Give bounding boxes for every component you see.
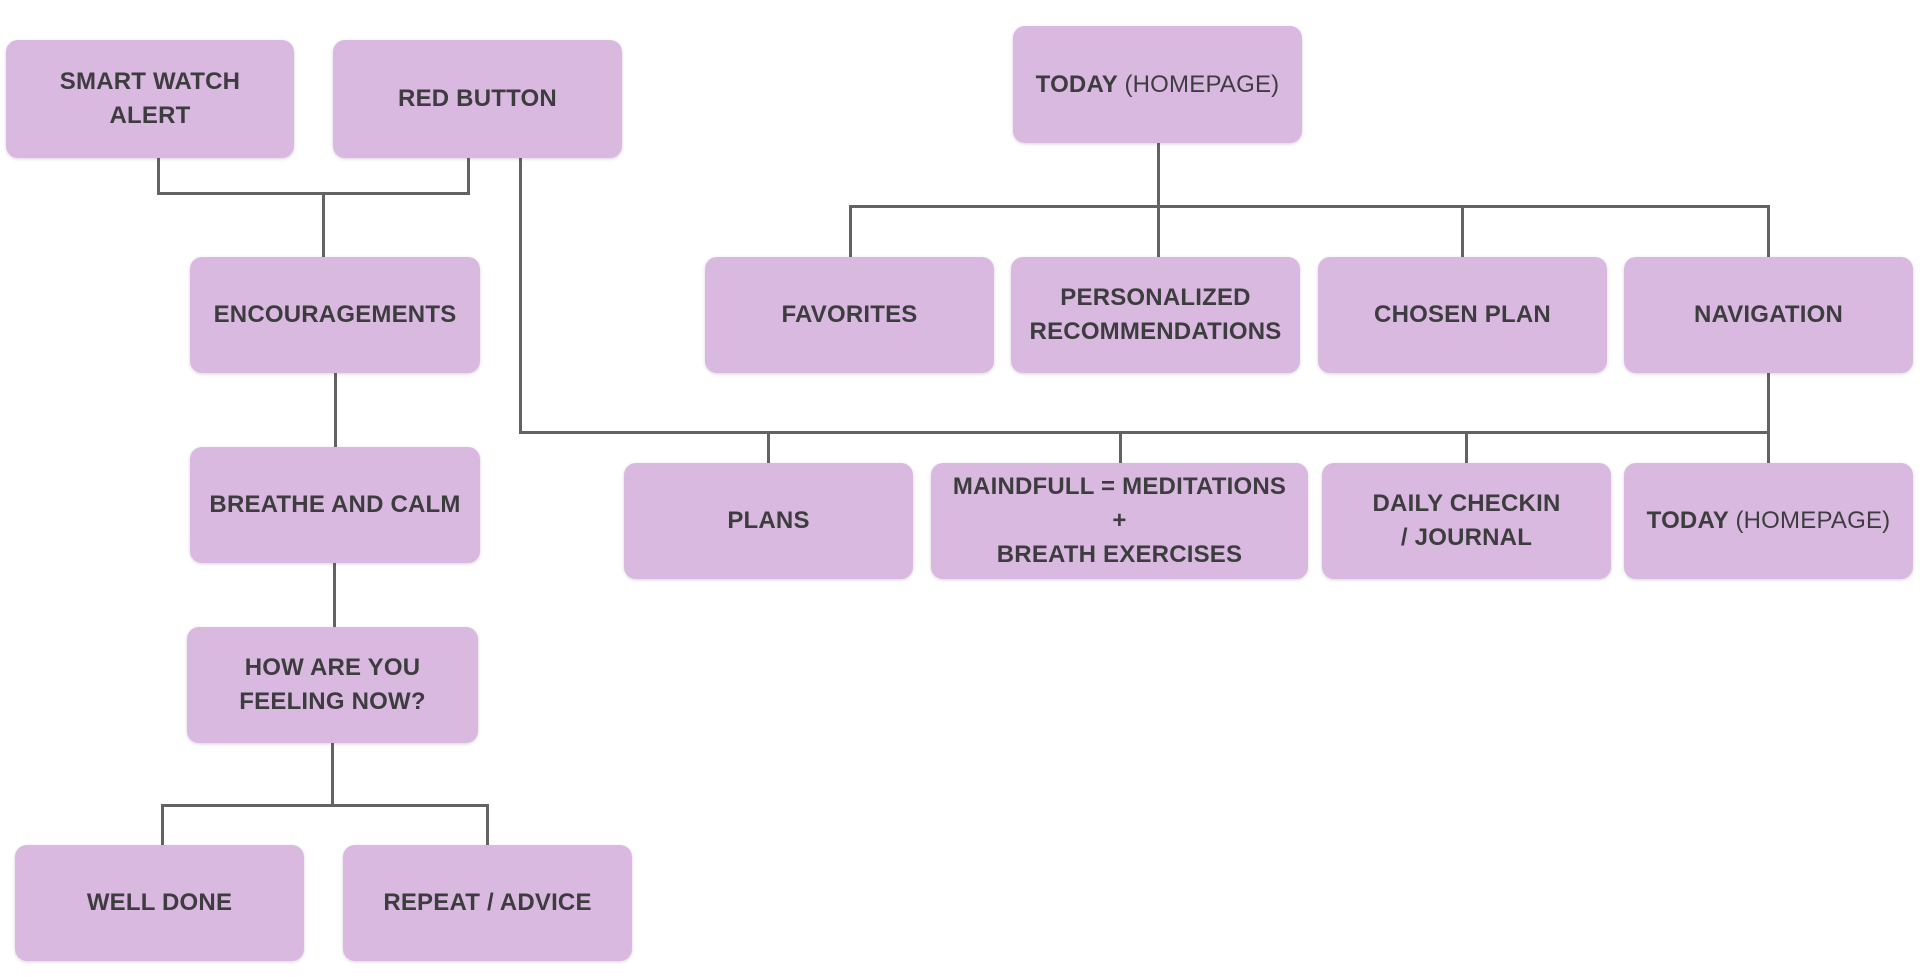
node-daily-checkin-journal: DAILY CHECKIN / JOURNAL bbox=[1322, 463, 1611, 579]
node-maindfull-meditations: MAINDFULL = MEDITATIONS + BREATH EXERCIS… bbox=[931, 463, 1308, 579]
connector-bus-to-chosenplan bbox=[1460, 205, 1464, 257]
connector-bus-to-plans bbox=[766, 431, 770, 463]
connector-branch-to-welldone bbox=[160, 804, 164, 845]
connector-bus-to-maindfull bbox=[1118, 431, 1122, 463]
connector-merge-to-encouragements bbox=[321, 192, 325, 257]
connector-smartwatch-down bbox=[156, 158, 160, 194]
connector-bus-alert-merge bbox=[156, 192, 470, 195]
node-label: CHOSEN PLAN bbox=[1374, 301, 1551, 328]
node-well-done: WELL DONE bbox=[15, 845, 304, 961]
node-label: ENCOURAGEMENTS bbox=[213, 301, 457, 328]
node-label: REPEAT / ADVICE bbox=[383, 889, 592, 916]
node-label: BREATH EXERCISES bbox=[996, 541, 1243, 568]
node-favorites: FAVORITES bbox=[705, 257, 994, 373]
node-label-bold: TODAY bbox=[1035, 70, 1118, 98]
node-label: DAILY CHECKIN bbox=[1372, 490, 1561, 517]
node-label: PLANS bbox=[727, 507, 810, 534]
connector-redbutton-down bbox=[466, 158, 470, 194]
connector-bus-upper bbox=[848, 205, 1770, 208]
node-chosen-plan: CHOSEN PLAN bbox=[1318, 257, 1607, 373]
connector-today-to-personalized bbox=[1156, 143, 1160, 257]
connector-encouragements-to-breathe bbox=[333, 373, 337, 447]
node-label: PERSONALIZED bbox=[1060, 284, 1251, 311]
node-personalized-recommendations: PERSONALIZED RECOMMENDATIONS bbox=[1011, 257, 1300, 373]
connector-breathe-to-howfeeling bbox=[332, 563, 336, 627]
node-label: TODAY (HOMEPAGE) bbox=[1647, 504, 1891, 538]
connector-bus-to-favorites bbox=[848, 205, 852, 257]
node-label: SMART WATCH bbox=[59, 68, 241, 95]
node-label: HOW ARE YOU bbox=[244, 654, 421, 681]
connector-bus-to-dailycheckin bbox=[1464, 431, 1468, 463]
node-repeat-advice: REPEAT / ADVICE bbox=[343, 845, 632, 961]
node-label: BREATHE AND CALM bbox=[209, 491, 461, 518]
node-today-homepage-top: TODAY (HOMEPAGE) bbox=[1013, 26, 1302, 143]
node-label: FAVORITES bbox=[781, 301, 918, 328]
connector-bus-lower bbox=[518, 431, 1770, 434]
node-label: MAINDFULL = MEDITATIONS + bbox=[952, 473, 1287, 534]
node-label: RED BUTTON bbox=[398, 85, 557, 112]
node-label-light: (HOMEPAGE) bbox=[1124, 70, 1280, 98]
node-label: NAVIGATION bbox=[1693, 301, 1844, 328]
node-label-bold: TODAY bbox=[1646, 507, 1729, 534]
connector-howfeeling-down bbox=[330, 743, 334, 806]
node-label: ALERT bbox=[109, 102, 191, 129]
node-label: TODAY (HOMEPAGE) bbox=[1036, 68, 1280, 102]
node-today-homepage-bottom: TODAY (HOMEPAGE) bbox=[1624, 463, 1913, 579]
node-how-are-you-feeling: HOW ARE YOU FEELING NOW? bbox=[187, 627, 478, 743]
node-plans: PLANS bbox=[624, 463, 913, 579]
connector-redbutton-long-drop bbox=[518, 158, 522, 434]
node-navigation: NAVIGATION bbox=[1624, 257, 1913, 373]
node-label: WELL DONE bbox=[86, 889, 233, 916]
connector-branch-to-repeat bbox=[485, 804, 489, 845]
connector-bus-feeling-branch bbox=[160, 804, 489, 807]
node-label: FEELING NOW? bbox=[239, 688, 426, 715]
node-breathe-and-calm: BREATHE AND CALM bbox=[190, 447, 480, 563]
node-encouragements: ENCOURAGEMENTS bbox=[190, 257, 480, 373]
node-label-light: (HOMEPAGE) bbox=[1735, 507, 1891, 534]
connector-navigation-to-today-bottom bbox=[1766, 373, 1770, 463]
connector-bus-to-navigation bbox=[1766, 205, 1770, 257]
node-red-button: RED BUTTON bbox=[333, 40, 622, 158]
node-label: RECOMMENDATIONS bbox=[1029, 318, 1282, 345]
node-label: / JOURNAL bbox=[1400, 524, 1533, 551]
node-smart-watch-alert: SMART WATCH ALERT bbox=[6, 40, 294, 158]
